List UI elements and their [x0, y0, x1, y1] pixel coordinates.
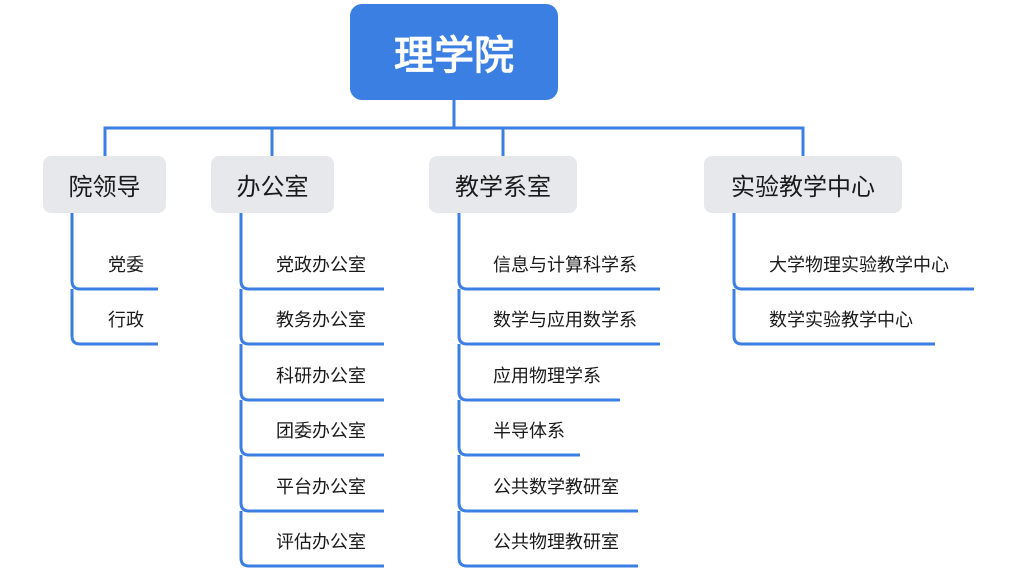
leaf-item[interactable]: 应用物理学系	[493, 366, 601, 387]
leaf-connector-line	[70, 213, 158, 291]
leaf-connector-line	[732, 289, 935, 346]
root-node[interactable]: 理学院	[350, 4, 558, 100]
leaf-connector-line	[732, 213, 974, 291]
leaf-connector-line	[457, 455, 638, 513]
leaf-connector-line	[239, 400, 384, 457]
leaf-item[interactable]: 大学物理实验教学中心	[769, 255, 949, 276]
leaf-connector-line	[457, 344, 620, 402]
branch-node-teaching-departments[interactable]: 教学系室	[429, 156, 577, 213]
leaf-item[interactable]: 公共物理教研室	[493, 532, 619, 553]
leaf-item[interactable]: 团委办公室	[276, 421, 366, 442]
branch-label: 院领导	[68, 173, 141, 201]
leaf-item[interactable]: 科研办公室	[276, 366, 366, 387]
branch-node-experiment-center[interactable]: 实验教学中心	[704, 156, 902, 213]
leaf-connector-line	[457, 400, 580, 457]
leaf-connector-line	[457, 511, 638, 568]
leaf-item[interactable]: 教务办公室	[276, 310, 366, 331]
branch-label: 办公室	[236, 173, 309, 201]
leaf-item[interactable]: 党委	[108, 255, 144, 276]
leaf-connector-line	[239, 455, 384, 513]
leaf-item[interactable]: 党政办公室	[276, 255, 366, 276]
leaf-item[interactable]: 半导体系	[493, 421, 565, 442]
leaf-item[interactable]: 平台办公室	[276, 477, 366, 498]
leaf-item[interactable]: 信息与计算科学系	[493, 255, 637, 276]
leaf-connector-line	[239, 344, 384, 402]
leaf-item[interactable]: 行政	[108, 310, 144, 331]
branch-label: 教学系室	[455, 173, 551, 201]
leaf-item[interactable]: 数学与应用数学系	[493, 310, 637, 331]
root-label: 理学院	[394, 33, 514, 79]
leaf-connector-line	[457, 213, 660, 291]
leaf-connector-line	[70, 289, 158, 346]
leaf-connector-line	[239, 289, 384, 346]
leaf-item[interactable]: 数学实验教学中心	[769, 310, 913, 331]
leaf-connector-line	[457, 289, 660, 346]
branch-node-leadership[interactable]: 院领导	[43, 156, 166, 213]
branch-label: 实验教学中心	[731, 173, 875, 201]
leaf-item[interactable]: 公共数学教研室	[493, 477, 619, 498]
leaf-item[interactable]: 评估办公室	[276, 532, 366, 553]
leaf-connector-line	[239, 511, 384, 568]
leaf-connector-line	[239, 213, 384, 291]
branch-node-office[interactable]: 办公室	[211, 156, 334, 213]
